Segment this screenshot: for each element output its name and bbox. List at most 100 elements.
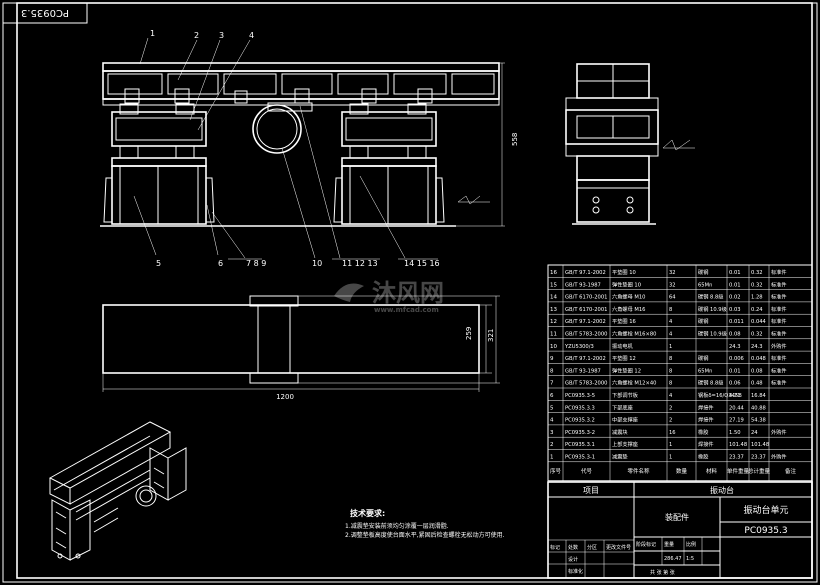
bom-cell: 平垫圈 10	[612, 268, 636, 276]
code-tag-box	[2, 2, 88, 24]
bom-cell: 标准件	[771, 317, 787, 325]
bom-cell: 弹性垫圈 10	[612, 280, 641, 288]
bom-cell: 下部调节板	[612, 391, 639, 399]
bom-cell: 2	[669, 405, 672, 411]
bom-cell: 2	[669, 418, 672, 424]
bom-cell: GB/T 6170-2001	[565, 295, 607, 301]
bom-cell: 减震块	[612, 428, 628, 436]
bom-cell: GB/T 97.1-2002	[565, 356, 606, 362]
bom-header-cell: 代号	[581, 467, 593, 475]
scale-value: 1:5	[686, 556, 694, 562]
bom-cell: 焊接件	[698, 440, 714, 448]
bom-cell: 20.44	[729, 405, 745, 411]
bom-cell: 13	[550, 307, 557, 313]
bom-header-cell: 零件名称	[627, 467, 650, 475]
part-name: 振动台单元	[743, 504, 788, 516]
bom-cell: 65Mn	[698, 282, 712, 288]
balloon-labels: 1 2 3 4 5 6 7 8 9 10 11 12 13 14 15 16	[150, 29, 440, 268]
bom-cell: 1	[669, 455, 672, 461]
bom-cell: 0.32	[751, 332, 763, 338]
balloon-1: 1	[150, 29, 155, 38]
bom-cell: 4	[669, 332, 673, 338]
side-view	[565, 63, 695, 225]
bom-cell: 8	[550, 368, 554, 374]
bom-cell: 0.48	[751, 381, 763, 387]
bom-cell: GB/T 97.1-2002	[565, 319, 606, 325]
bom-cell: 3	[550, 430, 554, 436]
bom-cell: 0.01	[729, 368, 741, 374]
dim-plan-width-a: 259	[465, 327, 473, 340]
bom-cell: 8	[669, 356, 672, 362]
bom-cell: 0.006	[729, 356, 744, 362]
bom-cell: 0.08	[751, 368, 763, 374]
bom-cell: 标准件	[771, 268, 787, 276]
bom-cell: 12	[550, 319, 557, 325]
bom-cell: 焊接件	[698, 403, 714, 411]
bom-cell: GB/T 97.1-2002	[565, 270, 606, 276]
weight-label: 重量	[664, 541, 674, 548]
row-standard: 标准化	[568, 568, 583, 575]
bom-cell: 0.32	[751, 282, 763, 288]
bom-cell: 橡胶	[698, 428, 708, 436]
bom-cell: 0.011	[729, 319, 744, 325]
balloon-14-15-16: 14 15 16	[404, 259, 440, 268]
title-block: 项目 振动台 装配件 振动台单元 PC0935.3 标记 处数 分区 更改文件号…	[547, 481, 813, 579]
dim-plan-width-b: 321	[487, 329, 495, 342]
bom-cell: 16	[669, 430, 676, 436]
bom-cell: 减震垫	[612, 453, 628, 461]
bom-cell: 11	[550, 332, 557, 338]
bom-cell: 下部底座	[612, 403, 633, 411]
balloon-5: 5	[156, 259, 161, 268]
bom-cell: PC0935.3-5	[565, 393, 595, 399]
bom-cell: 1.50	[729, 430, 741, 436]
bom-cell: 5	[550, 405, 554, 411]
code-tag-text: PC0935.3	[21, 7, 69, 18]
bom-cell: 10	[550, 344, 557, 350]
bom-cell: 16.84	[751, 393, 767, 399]
bom-cell: 标准件	[771, 280, 787, 288]
part-code: PC0935.3	[744, 526, 787, 536]
bom-cell: PC0935.3.3	[565, 405, 595, 411]
bom-cell: 平垫圈 12	[612, 354, 636, 362]
bom-cell: GB/T 5783-2000	[565, 332, 607, 338]
isometric-view	[48, 421, 187, 561]
bom-cell: 碳钢 10.9级	[698, 330, 727, 338]
bom-cell: 标准件	[771, 293, 787, 301]
bom-cell: 9	[550, 356, 554, 362]
project-label: 项目	[583, 486, 599, 495]
label-count: 处数	[568, 544, 578, 551]
bom-cell: 7	[550, 381, 554, 387]
bom-cell: 32	[669, 270, 676, 276]
bom-cell: 1.28	[751, 295, 763, 301]
dim-plan-length: 1200	[276, 393, 294, 401]
leader-lines	[133, 37, 438, 260]
bom-cell: 中部支撑座	[612, 416, 638, 424]
bom-header-cell: 序号	[550, 467, 562, 475]
bom-cell: 40.88	[751, 405, 766, 411]
bom-cell: 六角螺母 M16	[612, 305, 645, 313]
sheet-text: 共 张 第 张	[650, 569, 675, 576]
bom-cell: 23.37	[729, 455, 744, 461]
bom-cell: 27.19	[729, 418, 744, 424]
bom-cell: 碳钢 8.8级	[698, 293, 723, 301]
bom-cell: 2	[550, 442, 554, 448]
bom-cell: 32	[669, 282, 676, 288]
bom-cell: 橡胶	[698, 453, 708, 461]
bom-cell: 8	[669, 381, 672, 387]
bom-header-cell: 总计重量	[748, 467, 771, 475]
bom-cell: 碳钢 10.9级	[698, 305, 727, 313]
bom-cell: 六角螺栓 M12×40	[612, 379, 656, 387]
bom-cell: 65Mn	[698, 368, 712, 374]
watermark-brand: 沐风网	[372, 279, 444, 307]
project-value: 振动台	[710, 485, 734, 495]
label-zone: 分区	[587, 544, 597, 551]
tech-notes-title: 技术要求:	[350, 508, 385, 518]
bom-cell: PC0935.3.2	[565, 418, 595, 424]
bom-cell: 6	[550, 393, 554, 399]
label-change: 更改文件号	[606, 544, 631, 551]
bom-cell: GB/T 5783-2000	[565, 381, 607, 387]
bom-cell: 0.02	[729, 295, 741, 301]
bom-cell: 标准件	[771, 354, 787, 362]
